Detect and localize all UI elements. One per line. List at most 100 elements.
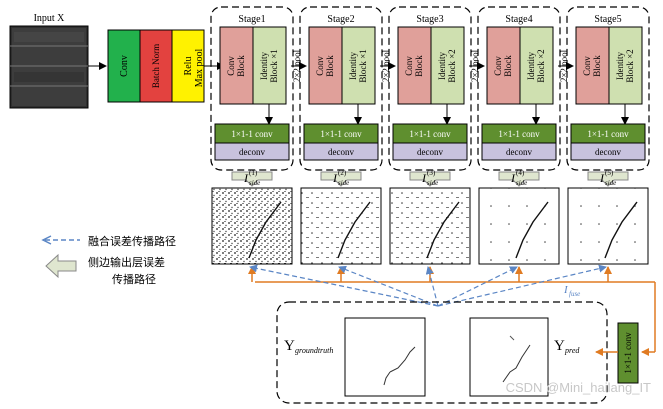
stage-2-side-sup: (2) xyxy=(338,169,347,177)
stage-3-side-output-image xyxy=(389,187,471,265)
prediction-image xyxy=(469,317,549,397)
stage-4-side-arrow-icon xyxy=(498,171,540,187)
stage-5-side-sup: (5) xyxy=(605,169,614,177)
stage-2-side-arrow-icon xyxy=(320,171,362,187)
stage-5-side-arrow-icon xyxy=(587,171,629,187)
groundtruth-label: Y groundtruth xyxy=(284,338,333,355)
stage-3-side-arrow-icon xyxy=(409,171,451,187)
stage-3-identity-block-label-line: Block ×2 xyxy=(447,49,457,82)
stage-3-side-label: I(3)side xyxy=(421,169,438,187)
stage-3-identity-block xyxy=(430,26,465,105)
stage-5-deconv-box xyxy=(570,142,646,161)
stage-3-deconv-box xyxy=(392,142,468,161)
stage-4-conv1x1-label: 1×1-1 conv xyxy=(498,129,540,139)
final-conv-block: 1×1-1 conv xyxy=(617,322,639,384)
stage-1-frame xyxy=(210,6,294,171)
stage-3-fusion-error-path xyxy=(425,266,439,307)
stage-2-deconv-label: deconv xyxy=(328,147,354,157)
stage-1-fusion-error-path xyxy=(249,264,439,307)
stage-1-conv-block-label-line: Conv xyxy=(226,56,236,76)
stage-2-identity-block-label-line: Block ×1 xyxy=(358,49,368,82)
stage-1-conv1x1-label: 1×1-1 conv xyxy=(231,129,273,139)
stage-1-side-label: I(1)side xyxy=(243,169,260,187)
stage-3-conv-block-label-line: Conv xyxy=(404,56,414,76)
stage-4-conv-block-label-line: Conv xyxy=(493,56,503,76)
stage-3-side-base: I xyxy=(421,171,427,185)
stage-4-title: Stage4 xyxy=(505,14,532,25)
watermark: CSDN @Mini_hailang_IT xyxy=(506,380,651,395)
stage-2-title: Stage2 xyxy=(327,14,354,25)
svg-text:fuse: fuse xyxy=(569,290,580,298)
stage-1-conv-block xyxy=(219,26,254,105)
stage-5-conv-block-label-line: Block xyxy=(592,55,602,77)
stem-bn-box xyxy=(139,29,173,103)
stage-2-conv1x1-label: 1×1-1 conv xyxy=(320,129,362,139)
stage-1-conv-block-label-line: Block xyxy=(236,55,246,77)
stage-5-side-label: I(5)side xyxy=(599,169,616,187)
stage-1-identity-block xyxy=(252,26,287,105)
stage-3-conv1x1-label: 1×1-1 conv xyxy=(409,129,451,139)
stage-1-deconv-label: deconv xyxy=(239,147,265,157)
stage-5-side-output-image xyxy=(567,187,649,265)
stage-5-conv-block xyxy=(575,26,610,105)
stage-4-fusion-error-path xyxy=(437,266,518,307)
stage-5-conv1x1-label: 1×1-1 conv xyxy=(587,129,629,139)
stage-5-fusion-error-path xyxy=(437,264,607,307)
stage-3-side-sup: (3) xyxy=(427,169,436,177)
stem-conv-label: Conv xyxy=(119,55,130,77)
stage-1-side-base: I xyxy=(243,171,249,185)
svg-text:groundtruth: groundtruth xyxy=(295,346,333,355)
stage-4-identity-block xyxy=(519,26,554,105)
stage-4-frame xyxy=(477,6,561,171)
legend-side-text-1: 侧边输出层误差 xyxy=(88,255,165,269)
stage-5-identity-block xyxy=(608,26,643,105)
stem-pool-label: Max pool xyxy=(194,48,205,87)
stage-2-conv-block-label-line: Block xyxy=(325,55,335,77)
stage-1-side-output-image xyxy=(211,187,293,265)
fuse-label: I fuse xyxy=(563,284,580,298)
groundtruth-image xyxy=(344,317,426,397)
fusion-error-paths xyxy=(249,264,607,307)
stage-4-identity-block-label-line: Block ×2 xyxy=(536,49,546,82)
stage-5-crack-line xyxy=(604,201,638,259)
stage-5-identity-block-label-line: Block ×2 xyxy=(625,49,635,82)
stage-1-side-arrow-icon xyxy=(231,171,273,187)
stage-2-deconv-box xyxy=(303,142,379,161)
stage-4-deconv-box xyxy=(481,142,557,161)
stage-3-title: Stage3 xyxy=(416,14,443,25)
stage-5-title: Stage5 xyxy=(594,14,621,25)
svg-text:Y: Y xyxy=(554,338,565,354)
stage-4-side-base: I xyxy=(510,171,516,185)
stage-4-side-label: I(4)side xyxy=(510,169,527,187)
legend: 融合误差传播路径 侧边输出层误差 传播路径 xyxy=(41,234,176,286)
stage-2-identity-block xyxy=(341,26,376,105)
stage-2-fusion-error-path xyxy=(338,265,439,307)
stage-3-identity-block-label-line: Identity xyxy=(437,52,447,80)
stem-relu-label: Relu xyxy=(183,57,194,76)
svg-text:1×1-1 conv: 1×1-1 conv xyxy=(623,332,633,374)
svg-text:Y: Y xyxy=(284,338,295,354)
stage-2-side-base: I xyxy=(332,171,338,185)
stage-3-conv-block xyxy=(397,26,432,105)
legend-fusion-arrow-icon xyxy=(41,235,52,245)
stage-2-conv-block xyxy=(308,26,343,105)
stage-1-side-sup: (1) xyxy=(249,169,258,177)
stage-5-frame xyxy=(566,6,650,171)
svg-text:I: I xyxy=(563,284,569,296)
stage-5-deconv-label: deconv xyxy=(595,147,621,157)
